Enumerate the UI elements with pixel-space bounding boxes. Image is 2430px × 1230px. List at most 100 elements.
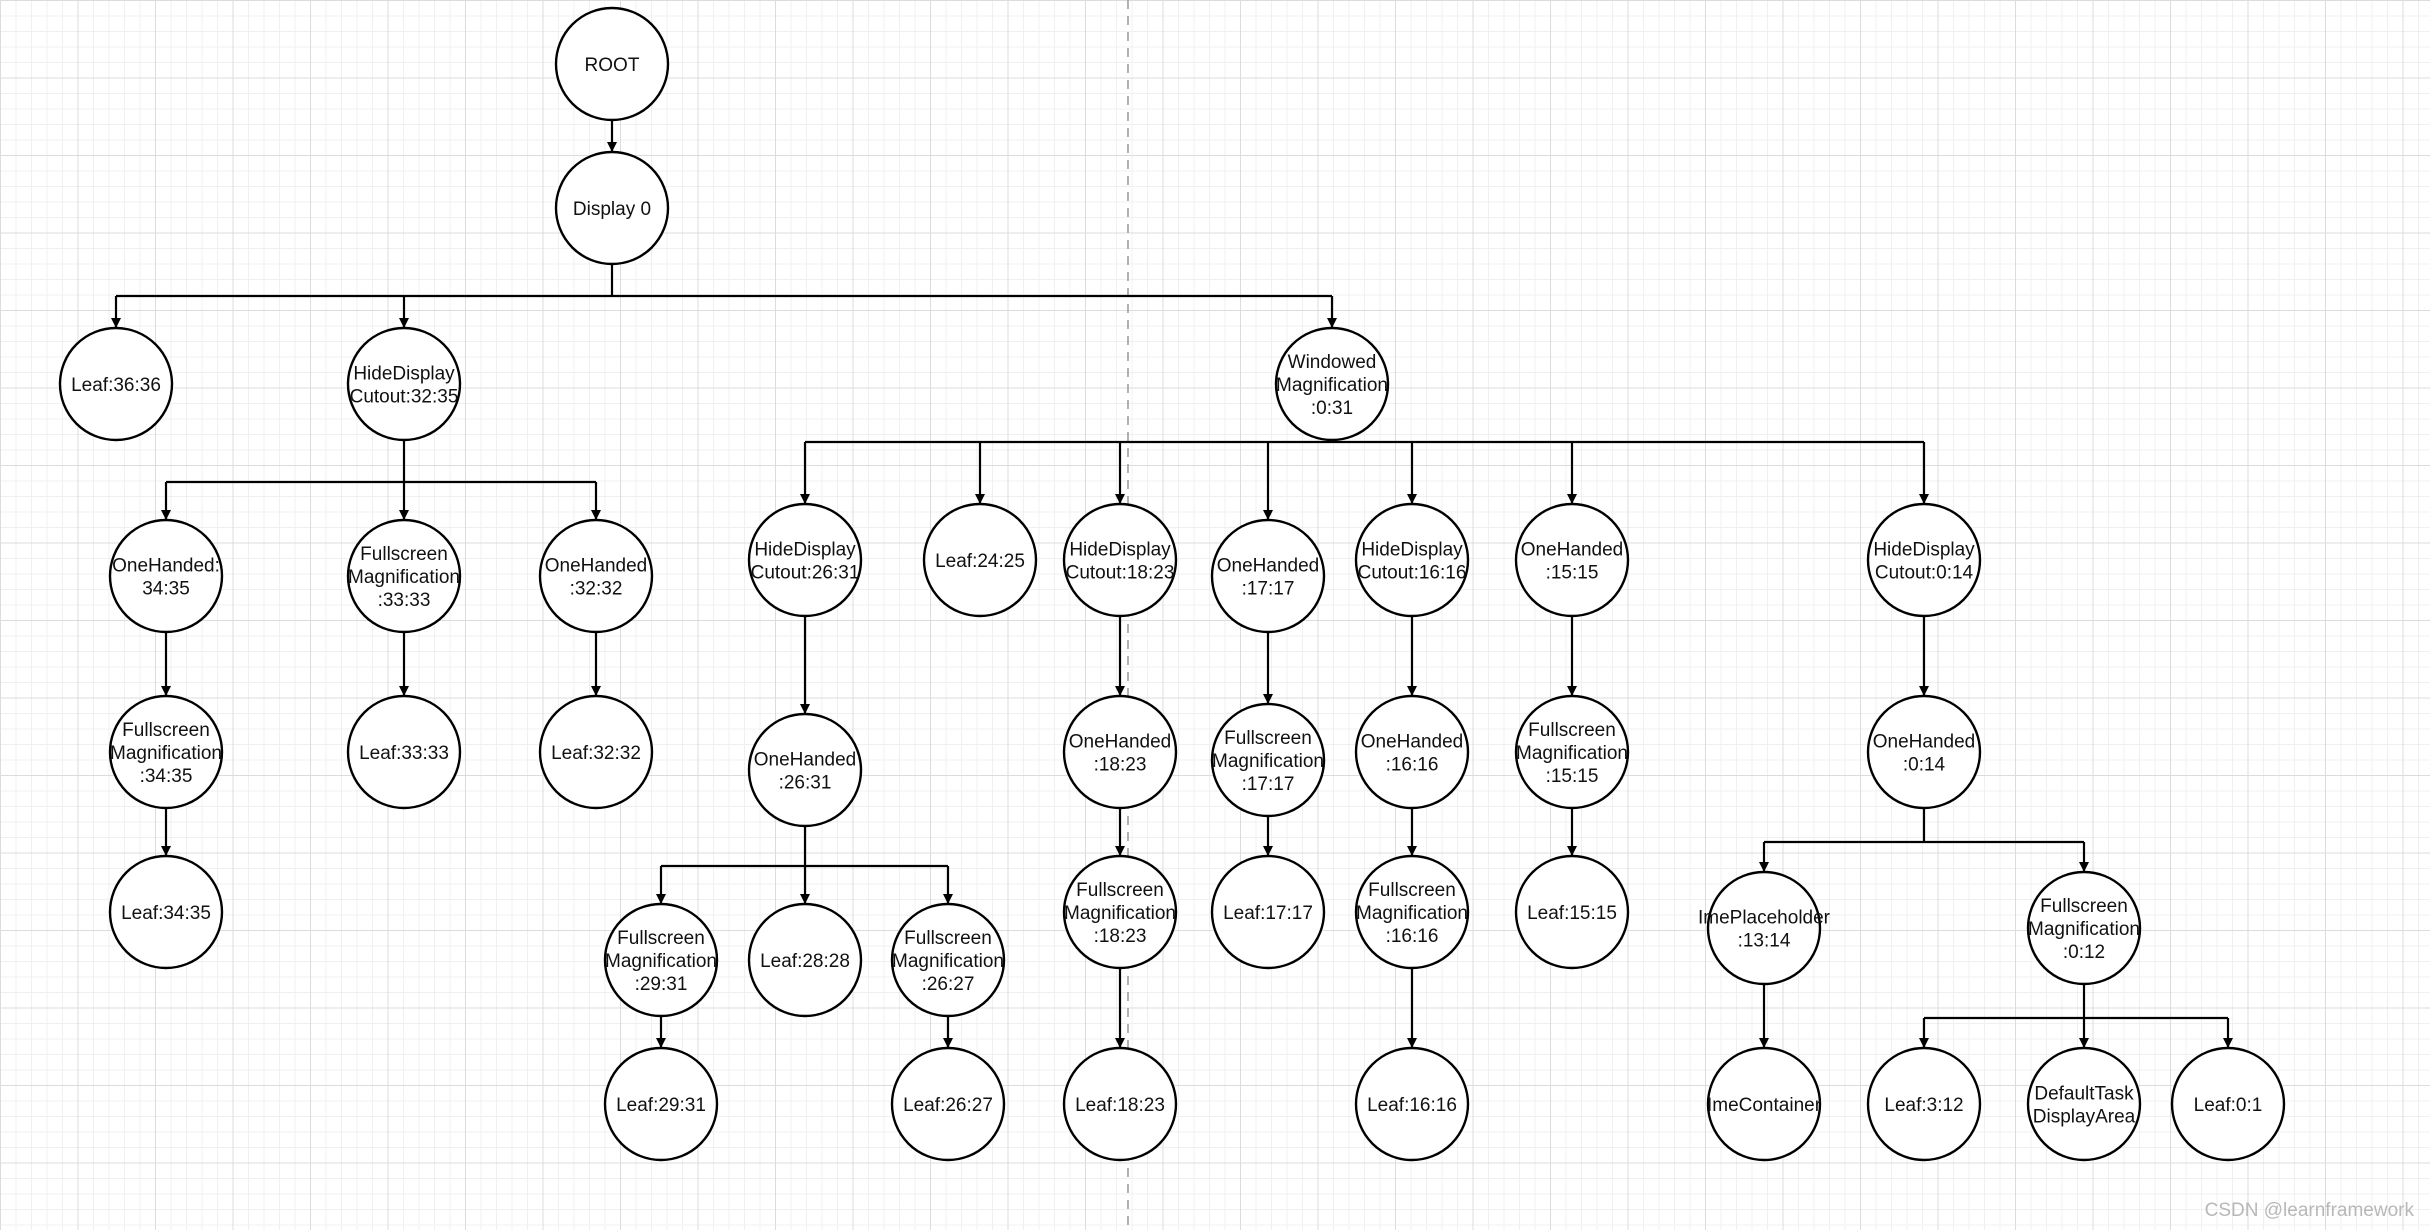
node-circle <box>603 1046 719 1162</box>
tree-node-leaf2627: Leaf:26:27 <box>890 1046 1006 1162</box>
tree-node-leaf2931: Leaf:29:31 <box>603 1046 719 1162</box>
node-label: :26:31 <box>779 773 832 794</box>
edge-group-oh2631 <box>656 826 953 904</box>
node-label: Fullscreen <box>1076 880 1164 901</box>
node-label: Cutout:18:23 <box>1066 563 1175 584</box>
node-circle <box>1514 694 1630 810</box>
node-label: Leaf:32:32 <box>551 743 641 764</box>
tree-node-leaf1717: Leaf:17:17 <box>1210 854 1326 970</box>
node-circle <box>1210 854 1326 970</box>
tree-node-oh1717: OneHanded:17:17 <box>1210 518 1326 634</box>
node-circle <box>538 694 654 810</box>
node-label: OneHanded: <box>112 556 220 577</box>
node-circle <box>538 518 654 634</box>
node-label: OneHanded <box>1521 540 1623 561</box>
tree-node-oh3232: OneHanded:32:32 <box>538 518 654 634</box>
node-label: 34:35 <box>142 579 190 600</box>
node-circle <box>2026 1046 2142 1162</box>
node-label: ImePlaceholder <box>1698 908 1831 929</box>
node-label: OneHanded <box>754 750 856 771</box>
node-label: Fullscreen <box>360 544 448 565</box>
node-circle <box>554 150 670 266</box>
node-label: Magnification <box>1356 903 1468 924</box>
node-label: Leaf:0:1 <box>2194 1095 2263 1116</box>
tree-node-leaf1823: Leaf:18:23 <box>1062 1046 1178 1162</box>
node-circle <box>1274 326 1390 442</box>
node-label: Leaf:29:31 <box>616 1095 706 1116</box>
node-label: Leaf:36:36 <box>71 375 161 396</box>
node-label: Leaf:33:33 <box>359 743 449 764</box>
node-label: Magnification <box>348 567 460 588</box>
node-label: Magnification <box>1064 903 1176 924</box>
node-circle <box>1354 854 1470 970</box>
node-label: Fullscreen <box>122 720 210 741</box>
node-circle <box>1062 854 1178 970</box>
node-label: Cutout:16:16 <box>1358 563 1467 584</box>
node-label: Fullscreen <box>1224 728 1312 749</box>
tree-node-leaf1616: Leaf:16:16 <box>1354 1046 1470 1162</box>
node-label: Magnification <box>1276 375 1388 396</box>
node-label: :15:15 <box>1546 766 1599 787</box>
node-circle <box>554 6 670 122</box>
node-label: :17:17 <box>1242 774 1295 795</box>
node-circle <box>346 518 462 634</box>
tree-node-oh1515: OneHanded:15:15 <box>1514 502 1630 618</box>
node-circle <box>747 902 863 1018</box>
node-label: ImeContainer <box>1707 1095 1822 1116</box>
node-circle <box>747 502 863 618</box>
node-label: :17:17 <box>1242 579 1295 600</box>
node-label: OneHanded <box>1361 732 1463 753</box>
tree-node-oh1823: OneHanded:18:23 <box>1062 694 1178 810</box>
node-label: OneHanded <box>545 556 647 577</box>
tree-node-leaf3435: Leaf:34:35 <box>108 854 224 970</box>
tree-node-leaf01: Leaf:0:1 <box>2170 1046 2286 1162</box>
node-label: Fullscreen <box>1368 880 1456 901</box>
node-circle <box>747 712 863 828</box>
node-label: Fullscreen <box>2040 896 2128 917</box>
node-circle <box>1866 1046 1982 1162</box>
node-label: Cutout:0:14 <box>1875 563 1974 584</box>
node-circle <box>1514 502 1630 618</box>
node-label: :13:14 <box>1738 931 1791 952</box>
node-circle <box>1706 1046 1822 1162</box>
node-circle <box>1354 694 1470 810</box>
node-circle <box>1354 1046 1470 1162</box>
node-label: :0:31 <box>1311 398 1353 419</box>
node-circle <box>890 1046 1006 1162</box>
node-label: Magnification <box>1516 743 1628 764</box>
tree-node-leaf1515: Leaf:15:15 <box>1514 854 1630 970</box>
node-circle <box>890 902 1006 1018</box>
node-label: OneHanded <box>1217 556 1319 577</box>
node-circle <box>1706 870 1822 986</box>
node-label: :29:31 <box>635 974 688 995</box>
node-label: Magnification <box>605 951 717 972</box>
tree-node-leaf3333: Leaf:33:33 <box>346 694 462 810</box>
node-label: Leaf:17:17 <box>1223 903 1313 924</box>
node-label: HideDisplay <box>1361 540 1463 561</box>
node-label: :33:33 <box>378 590 431 611</box>
node-label: HideDisplay <box>1873 540 1975 561</box>
node-label: :32:32 <box>570 579 623 600</box>
node-label: Leaf:18:23 <box>1075 1095 1165 1116</box>
node-circle <box>1514 854 1630 970</box>
edge-group-wm031 <box>800 440 1929 520</box>
node-label: Fullscreen <box>904 928 992 949</box>
tree-node-imecontainer: ImeContainer <box>1706 1046 1822 1162</box>
node-circle <box>1866 502 1982 618</box>
edge-group-hdc3235 <box>161 440 601 520</box>
edge-group-display0 <box>111 264 1337 328</box>
tree-node-leaf3232: Leaf:32:32 <box>538 694 654 810</box>
node-circle <box>1354 502 1470 618</box>
node-circle <box>1062 502 1178 618</box>
